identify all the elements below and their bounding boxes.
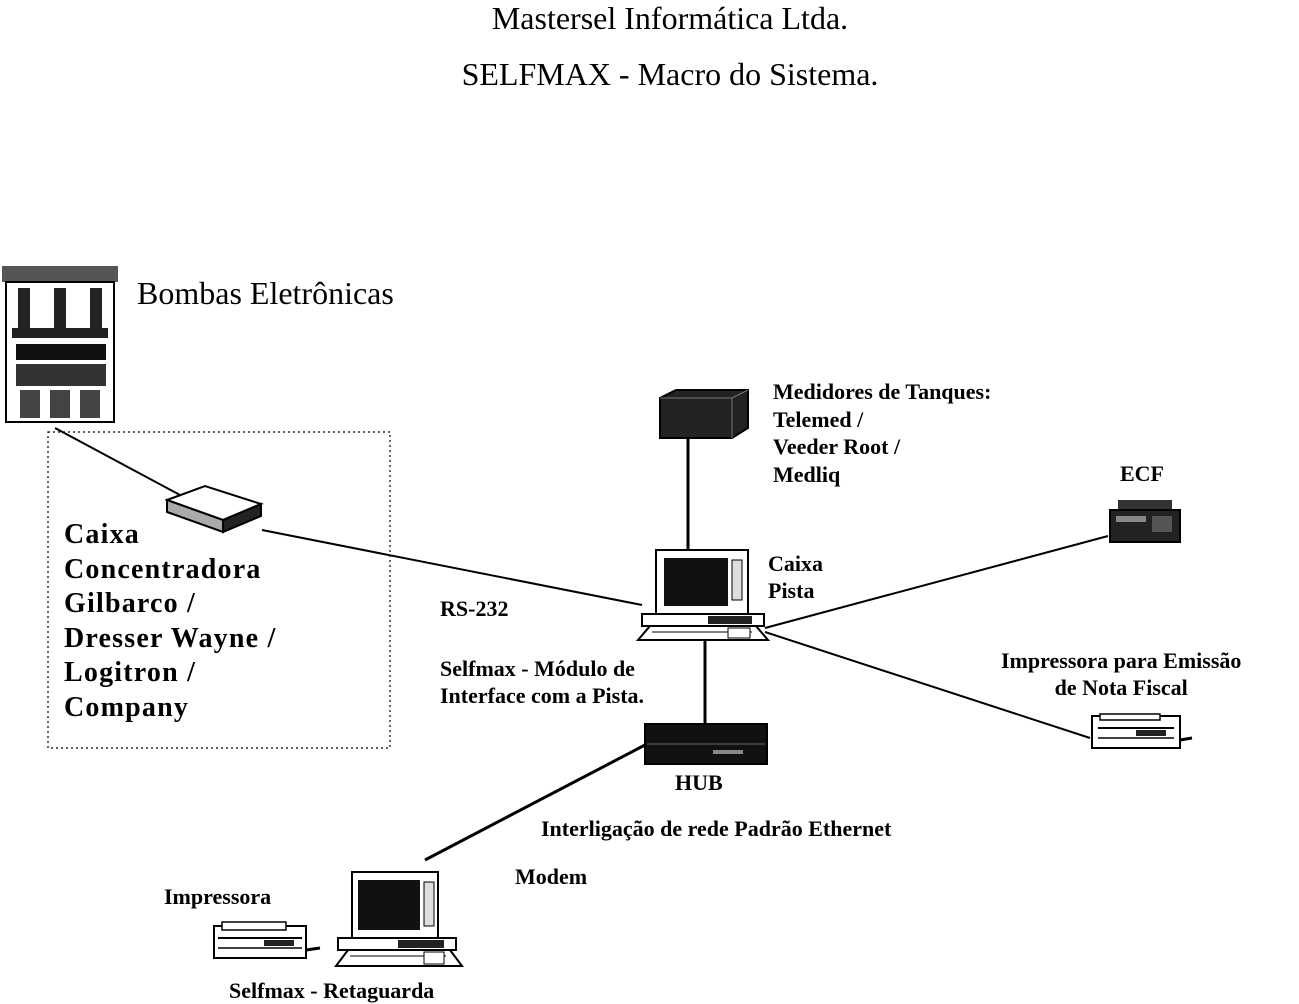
ecf-label: ECF: [1120, 461, 1164, 486]
line-hub-retaguarda: [424, 743, 646, 862]
medidores-label: Medidores de Tanques: Telemed / Veeder R…: [773, 378, 991, 488]
line-concentradora-pista: [261, 529, 643, 606]
modulo-line-2: Interface com a Pista.: [440, 683, 645, 708]
caixa-pista-label: Caixa Pista: [768, 550, 823, 604]
medidores-line-4: Medliq: [773, 461, 841, 487]
modulo-line-1: Selfmax - Módulo de: [440, 656, 635, 681]
hub-icon: [644, 723, 768, 765]
medidores-line-2: Telemed /: [773, 406, 864, 432]
concentradora-line-3: Gilbarco /: [64, 588, 197, 619]
computer-pista-icon: [636, 549, 770, 641]
medidores-line-3: Veeder Root /: [773, 434, 901, 459]
printer-nf-icon: [1091, 713, 1193, 749]
printer-retaguarda-icon: [213, 921, 321, 959]
fuel-pump-icon: [2, 266, 118, 423]
concentrator-box-icon: [165, 484, 264, 534]
retaguarda-label: Selfmax - Retaguarda: [229, 978, 435, 1003]
rs232-label: RS-232: [440, 596, 509, 621]
concentradora-line-1: Caixa: [64, 519, 140, 550]
ethernet-label: Interligação de rede Padrão Ethernet: [541, 816, 892, 841]
page-subtitle: SELFMAX - Macro do Sistema.: [461, 56, 879, 92]
medidores-line-1: Medidores de Tanques:: [773, 379, 992, 404]
impressora-nf-line-1: Impressora para Emissão: [1001, 648, 1242, 673]
concentradora-line-6: Company: [64, 691, 190, 723]
line-pista-impressora-nf: [764, 631, 1091, 739]
concentradora-boundary: [47, 431, 391, 749]
impressora-nf-line-2: de Nota Fiscal: [1054, 675, 1188, 700]
page-title: Mastersel Informática Ltda.: [491, 0, 849, 36]
concentradora-label: Caixa Concentradora Gilbarco / Dresser W…: [64, 518, 276, 725]
concentradora-line-4: Dresser Wayne /: [64, 622, 277, 654]
tank-meter-icon: [659, 389, 749, 439]
impressora-nf-label: Impressora para Emissão de Nota Fiscal: [1001, 647, 1241, 701]
line-pista-ecf: [764, 535, 1109, 629]
caixa-pista-line-1: Caixa: [768, 551, 823, 576]
modem-label: Modem: [515, 864, 588, 889]
concentradora-line-2: Concentradora: [64, 553, 262, 585]
caixa-pista-line-2: Pista: [768, 578, 815, 603]
concentradora-line-5: Logitron /: [64, 657, 197, 688]
ecf-printer-icon: [1109, 500, 1181, 543]
hub-label: HUB: [675, 770, 723, 795]
impressora-label: Impressora: [164, 884, 272, 909]
line-bombas-concentradora: [54, 427, 181, 496]
bombas-label: Bombas Eletrônicas: [137, 275, 394, 311]
modulo-label: Selfmax - Módulo de Interface com a Pist…: [440, 655, 644, 709]
computer-retaguarda-icon: [334, 871, 464, 967]
